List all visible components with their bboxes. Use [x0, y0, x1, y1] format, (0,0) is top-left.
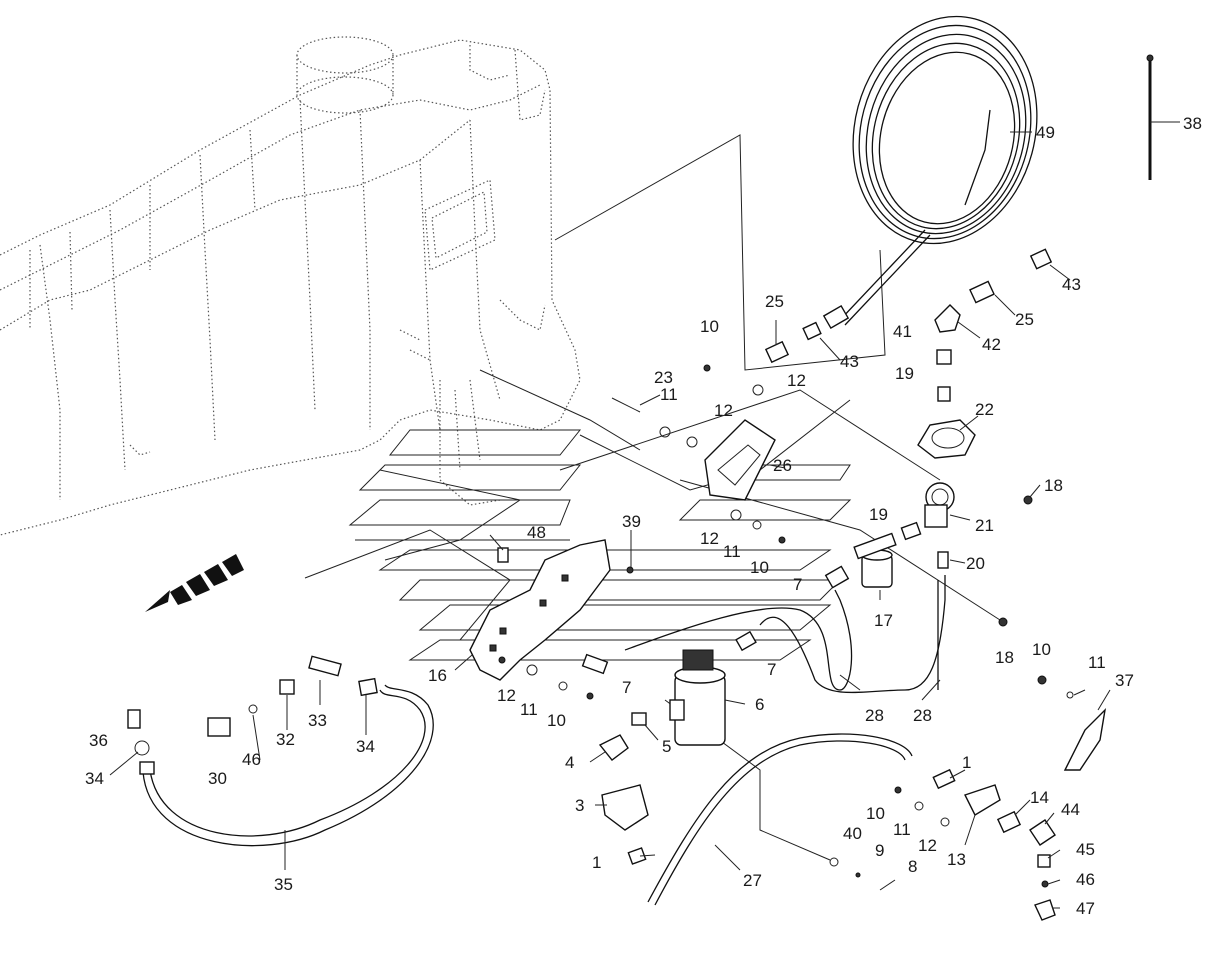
water-separator-17 — [853, 532, 897, 588]
callout-22: 22 — [975, 400, 994, 419]
callout-33: 33 — [308, 711, 327, 730]
callout-44: 44 — [1061, 800, 1080, 819]
callout-19a: 19 — [895, 364, 914, 383]
callout-21: 21 — [975, 516, 994, 535]
callout-39: 39 — [622, 512, 641, 531]
callout-34b: 34 — [85, 769, 104, 788]
callout-10c: 10 — [547, 711, 566, 730]
callout-49: 49 — [1036, 123, 1055, 142]
callout-4: 4 — [565, 753, 574, 772]
callout-47: 47 — [1076, 899, 1095, 918]
callout-10b: 10 — [750, 558, 769, 577]
label-leaders — [109, 131, 1111, 909]
callout-12e: 12 — [918, 836, 937, 855]
callout-12c: 12 — [700, 529, 719, 548]
callout-41: 41 — [893, 322, 912, 341]
callout-11e: 11 — [1088, 653, 1106, 672]
hose-35 — [139, 684, 434, 847]
callout-1b: 1 — [592, 853, 601, 872]
ghost-plates — [348, 429, 852, 661]
callout-8: 8 — [908, 857, 917, 876]
callout-32: 32 — [276, 730, 295, 749]
tubing-coil-49 — [822, 15, 1038, 330]
mounting-plate-26 — [704, 419, 776, 501]
callout-25a: 25 — [765, 292, 784, 311]
callout-10d: 10 — [866, 804, 885, 823]
callout-36: 36 — [89, 731, 108, 750]
callout-20: 20 — [966, 554, 985, 573]
callout-18a: 18 — [1044, 476, 1063, 495]
callout-7c: 7 — [622, 678, 631, 697]
callout-46a: 46 — [242, 750, 261, 769]
callout-14: 14 — [1030, 788, 1049, 807]
callout-12b: 12 — [714, 401, 733, 420]
callout-10e: 10 — [1032, 640, 1051, 659]
callout-38: 38 — [1183, 114, 1202, 133]
callout-28b: 28 — [913, 706, 932, 725]
callout-10a: 10 — [700, 317, 719, 336]
callout-42: 42 — [982, 335, 1001, 354]
callout-12a: 12 — [787, 371, 806, 390]
callout-11b: 11 — [723, 542, 741, 561]
direction-arrow — [145, 554, 244, 612]
callout-37: 37 — [1115, 671, 1134, 690]
callout-23: 23 — [654, 368, 673, 387]
callout-9: 9 — [875, 841, 884, 860]
cable-tie-38 — [1146, 54, 1180, 180]
callout-34a: 34 — [356, 737, 375, 756]
callout-1a: 1 — [962, 753, 971, 772]
callout-46b: 46 — [1076, 870, 1095, 889]
callout-28a: 28 — [865, 706, 884, 725]
callout-13: 13 — [947, 850, 966, 869]
valve-21 — [924, 482, 955, 528]
callout-48: 48 — [527, 523, 546, 542]
callout-45: 45 — [1076, 840, 1095, 859]
callout-11a: 11 — [660, 385, 678, 404]
callout-26: 26 — [773, 456, 792, 475]
fuel-filter-6 — [669, 649, 726, 746]
callout-17: 17 — [874, 611, 893, 630]
callout-labels: 1 1 3 4 5 6 7 7 7 8 9 10 10 10 10 10 11 … — [85, 114, 1202, 918]
callout-43b: 43 — [1062, 275, 1081, 294]
callout-7a: 7 — [793, 575, 802, 594]
callout-35: 35 — [274, 875, 293, 894]
clamp-22 — [917, 419, 976, 459]
callout-18b: 18 — [995, 648, 1014, 667]
fittings — [127, 248, 1107, 921]
callout-16: 16 — [428, 666, 447, 685]
hose-27 — [647, 733, 913, 906]
bracket-plate-16 — [469, 539, 611, 681]
tank-body-outline — [0, 36, 581, 536]
callout-40: 40 — [843, 824, 862, 843]
callout-11c: 11 — [520, 700, 538, 719]
callout-3: 3 — [575, 796, 584, 815]
callout-27: 27 — [743, 871, 762, 890]
callout-19b: 19 — [869, 505, 888, 524]
callout-30: 30 — [208, 769, 227, 788]
callout-7b: 7 — [767, 660, 776, 679]
hose-28 — [624, 575, 946, 694]
callout-5: 5 — [662, 737, 671, 756]
callout-43a: 43 — [840, 352, 859, 371]
callout-25b: 25 — [1015, 310, 1034, 329]
callout-12d: 12 — [497, 686, 516, 705]
callout-6: 6 — [755, 695, 764, 714]
callout-11d: 11 — [893, 820, 911, 839]
